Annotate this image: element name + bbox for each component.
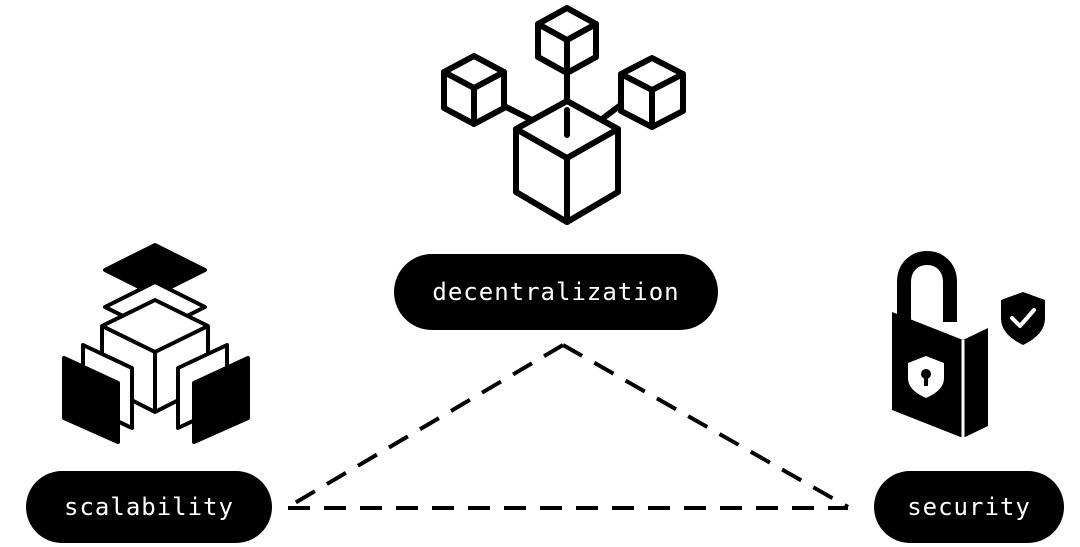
padlock-shield-icon [892, 251, 1045, 438]
network-cubes-icon [441, 5, 686, 225]
cube-right [618, 55, 686, 130]
edge-decentralization-security [562, 343, 849, 509]
label-security: security [874, 471, 1064, 543]
cube-center [513, 98, 621, 225]
cube-left [441, 53, 507, 127]
stacked-layers-cube-icon [62, 243, 250, 444]
triangle-edges [286, 343, 849, 510]
label-scalability: scalability [26, 471, 272, 543]
edge-decentralization-scalability [286, 343, 565, 509]
label-decentralization: decentralization [394, 254, 718, 330]
cube-top [535, 5, 599, 76]
